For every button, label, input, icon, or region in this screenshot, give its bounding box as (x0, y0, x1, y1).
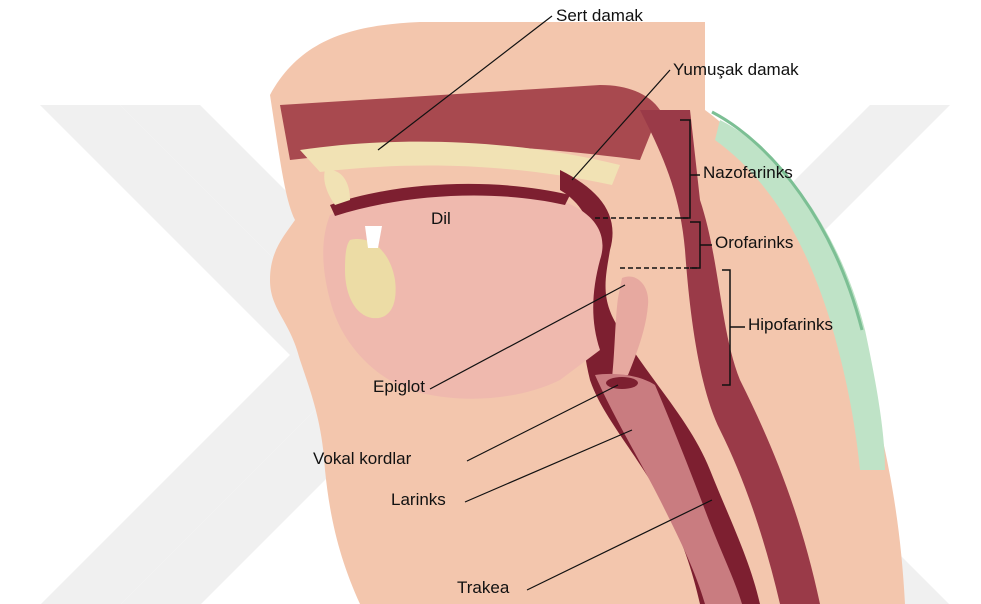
label-sert-damak: Sert damak (556, 6, 643, 26)
label-nazofarinks: Nazofarinks (703, 163, 793, 183)
label-larinks: Larinks (391, 490, 446, 510)
label-vokal-kordlar: Vokal kordlar (313, 449, 411, 469)
label-yumusak-damak: Yumuşak damak (673, 60, 799, 80)
vocal-cords (606, 377, 638, 389)
label-epiglot: Epiglot (373, 377, 425, 397)
label-dil: Dil (431, 209, 451, 229)
label-orofarinks: Orofarinks (715, 233, 793, 253)
label-trakea: Trakea (457, 578, 509, 598)
label-hipofarinks: Hipofarinks (748, 315, 833, 335)
